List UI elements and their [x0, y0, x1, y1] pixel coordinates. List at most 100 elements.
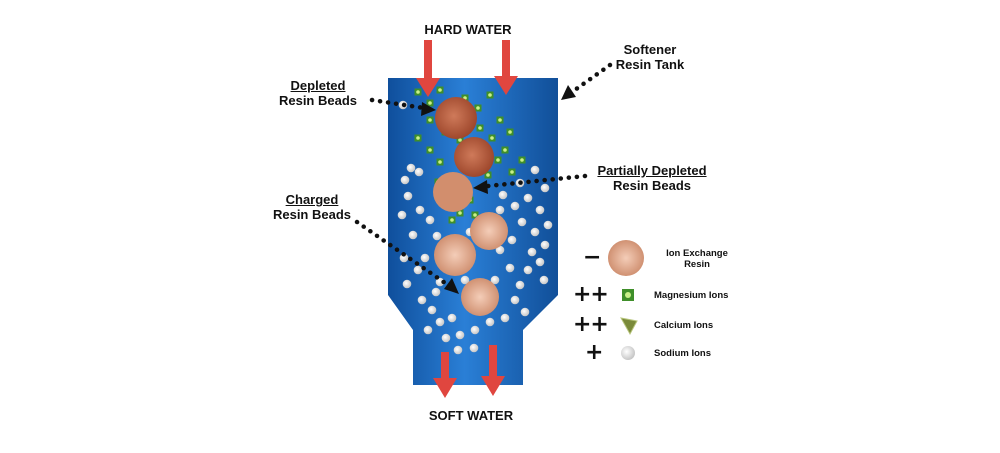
depleted-pointer-head [421, 102, 436, 116]
sodium-ion [535, 257, 545, 267]
magnesium-ion [448, 216, 456, 224]
legend-sign-resin: − [583, 245, 601, 270]
sodium-ion [427, 305, 437, 315]
magnesium-ion [471, 211, 479, 219]
sodium-ion [540, 183, 550, 193]
depleted-beads-label-line1: Depleted [290, 78, 346, 93]
sodium-ion [498, 190, 508, 200]
sodium-ion [435, 317, 445, 327]
magnesium-ion [436, 158, 444, 166]
sodium-ion [510, 295, 520, 305]
sodium-ion [523, 193, 533, 203]
sodium-ion [432, 231, 442, 241]
magnesium-ion [488, 134, 496, 142]
sodium-ion [540, 240, 550, 250]
legend-label-magnesium: Magnesium Ions [654, 290, 729, 301]
legend-sign-sodium: + [585, 340, 603, 365]
partial-pointer-head [473, 180, 488, 194]
magnesium-ion [414, 88, 422, 96]
sodium-ion [403, 191, 413, 201]
sodium-ion [455, 330, 465, 340]
legend-icons [608, 240, 644, 360]
magnesium-ion [496, 116, 504, 124]
sodium-ion [441, 333, 451, 343]
legend-sign-magnesium: ++ [573, 282, 609, 307]
depleted-bead [435, 97, 477, 139]
sodium-ion [535, 205, 545, 215]
sodium-ion [447, 313, 457, 323]
depleted-beads-label-line2: Resin Beads [278, 93, 358, 108]
sodium-ion [425, 215, 435, 225]
sodium-ion [399, 253, 409, 263]
sodium-ion [423, 325, 433, 335]
sodium-ions [397, 100, 553, 355]
sodium-ion [530, 165, 540, 175]
partial-pointer [485, 173, 588, 189]
charged-bead [434, 234, 476, 276]
magnesium-ion [436, 86, 444, 94]
resin-bead-icon [608, 240, 644, 276]
magnesium-ion [506, 128, 514, 136]
legend-label-resin-line1: Ion Exchange [666, 248, 728, 259]
sodium-ion [400, 175, 410, 185]
sodium-ion [413, 265, 423, 275]
charged-bead [461, 278, 499, 316]
sodium-ion [495, 245, 505, 255]
sodium-ion [515, 280, 525, 290]
charged-pointer [354, 219, 451, 288]
sodium-ion [505, 263, 515, 273]
sodium-ion [543, 220, 553, 230]
depleted-pointer [369, 97, 427, 111]
sodium-ion [527, 247, 537, 257]
magnesium-ion [456, 209, 464, 217]
sodium-ion [517, 217, 527, 227]
partially-depleted-beads-label: Partially Depleted Resin Beads [578, 163, 726, 193]
magnesium-ion-icon [622, 289, 634, 301]
magnesium-ion [414, 134, 422, 142]
magnesium-ion [494, 156, 502, 164]
softener-tank-label-line1: Softener [623, 42, 677, 57]
sodium-ion [539, 275, 549, 285]
magnesium-ion [486, 91, 494, 99]
partially-depleted-bead [433, 172, 473, 212]
sodium-ion [495, 205, 505, 215]
softener-tank-label: Softener Resin Tank [590, 42, 710, 72]
legend-label-sodium: Sodium Ions [654, 348, 711, 359]
sodium-ion [470, 325, 480, 335]
sodium-ion [408, 230, 418, 240]
sodium-ion [414, 167, 424, 177]
sodium-ion [500, 313, 510, 323]
magnesium-ion [426, 99, 434, 107]
sodium-ion [460, 275, 470, 285]
magnesium-ion [484, 171, 492, 179]
magnesium-ion [426, 146, 434, 154]
sodium-ion [485, 317, 495, 327]
calcium-ion-icon [620, 317, 638, 336]
softener-tank-label-line2: Resin Tank [615, 57, 685, 72]
hard-water-label: HARD WATER [424, 22, 512, 37]
sodium-ion [417, 295, 427, 305]
hard-water-inlet-arrows [416, 40, 518, 97]
charged-beads-label-line1: Charged [285, 192, 339, 207]
sodium-ion [490, 275, 500, 285]
sodium-ion [397, 210, 407, 220]
charged-beads-label: Charged Resin Beads [262, 192, 362, 222]
magnesium-ion [456, 136, 464, 144]
soft-water-label: SOFT WATER [428, 408, 514, 423]
sodium-ion [402, 279, 412, 289]
charged-beads-label-line2: Resin Beads [272, 207, 352, 222]
sodium-ion [469, 343, 479, 353]
magnesium-ion [426, 116, 434, 124]
sodium-ion [435, 277, 445, 287]
sodium-ion [453, 345, 463, 355]
partially-depleted-label-line1: Partially Depleted [597, 163, 707, 178]
legend-label-resin-line2: Resin [684, 259, 710, 270]
tank-pointer [569, 62, 613, 95]
soft-water-outlet-arrows [433, 345, 505, 398]
depleted-beads-label: Depleted Resin Beads [262, 78, 374, 108]
legend-sign-calcium: ++ [573, 312, 609, 337]
sodium-ion [523, 265, 533, 275]
magnesium-ion [518, 156, 526, 164]
sodium-ion [415, 205, 425, 215]
